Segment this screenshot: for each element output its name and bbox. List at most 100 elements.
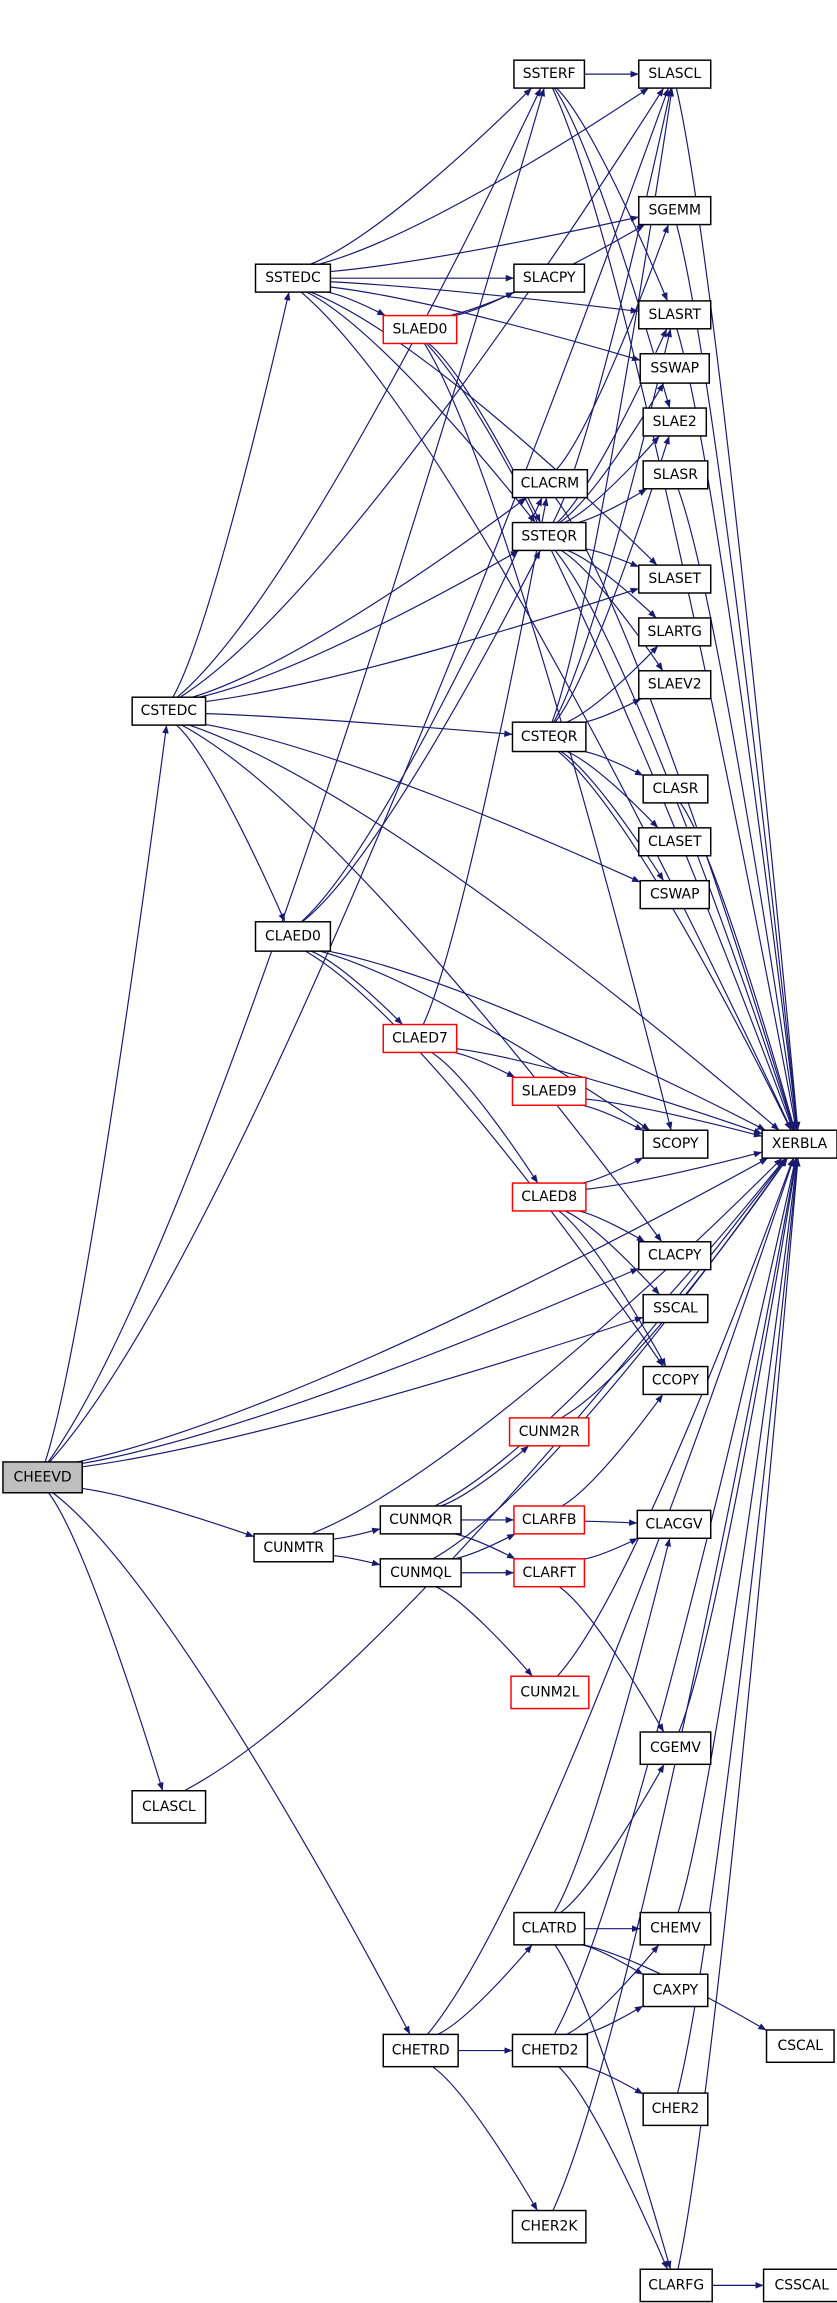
node-slaed0[interactable]: SLAED0 (382, 314, 458, 345)
node-cgemv[interactable]: CGEMV (639, 1731, 712, 1766)
edge-ssteqr-to-slasr (577, 488, 648, 524)
node-slacpy[interactable]: SLACPY (513, 263, 586, 293)
node-sgemm[interactable]: SGEMM (638, 195, 712, 226)
node-clarft[interactable]: CLARFT (513, 1558, 586, 1588)
node-slaev2[interactable]: SLAEV2 (638, 670, 712, 700)
edge-chetd2-to-cher2 (584, 2066, 644, 2095)
node-chemv[interactable]: CHEMV (639, 1911, 712, 1946)
node-clarfg[interactable]: CLARFG (639, 2268, 713, 2303)
node-label: CSCAL (777, 2038, 823, 2054)
node-slascl[interactable]: SLASCL (638, 59, 712, 89)
node-box (511, 2209, 587, 2244)
node-label: SLAE2 (653, 414, 697, 430)
node-box (638, 617, 712, 647)
node-ccopy[interactable]: CCOPY (642, 1365, 709, 1396)
edge-chetrd-to-xerbla (427, 1157, 795, 2035)
node-box (2, 1461, 83, 1494)
node-caxpy[interactable]: CAXPY (642, 1973, 709, 2008)
node-box (639, 1911, 712, 1946)
node-label: XERBLA (772, 1136, 828, 1152)
node-box (513, 59, 586, 89)
node-sstedc[interactable]: SSTEDC (254, 263, 332, 293)
edge-ssterf-to-xerbla (551, 87, 799, 1131)
node-claed7[interactable]: CLAED7 (382, 1023, 458, 1054)
node-box (642, 1365, 709, 1396)
node-label: CSTEDC (141, 703, 197, 719)
node-ssteqr[interactable]: SSTEQR (511, 521, 587, 552)
node-cunmql[interactable]: CUNMQL (379, 1558, 462, 1588)
node-clarfb[interactable]: CLARFB (513, 1505, 586, 1535)
node-clascl[interactable]: CLASCL (131, 1789, 207, 1824)
edge-ssteqr-to-xerbla (554, 550, 795, 1131)
edge-cstedc-to-slascl (179, 87, 665, 698)
node-clasr[interactable]: CLASR (642, 774, 709, 804)
node-clacgv[interactable]: CLACGV (636, 1509, 712, 1540)
node-chetrd[interactable]: CHETRD (382, 2033, 459, 2068)
edge-cunmqr-to-cunm2r (440, 1445, 530, 1507)
node-cher2k[interactable]: CHER2K (511, 2209, 587, 2244)
node-label: CSTEQR (521, 729, 578, 745)
edge-claed8-to-clacpy (578, 1210, 646, 1243)
node-claed0[interactable]: CLAED0 (254, 921, 332, 952)
edge-sstedc-to-sswap (330, 286, 641, 362)
node-label: SLASRT (648, 307, 701, 323)
node-clatrd[interactable]: CLATRD (513, 1911, 586, 1946)
node-cher2[interactable]: CHER2 (642, 2092, 709, 2127)
node-cscal[interactable]: CSCAL (765, 2029, 835, 2064)
edge-claed7-to-clacrm (422, 497, 549, 1025)
edge-cheevd-to-slascl (49, 87, 670, 1463)
edge-cunmtr-to-cunmql (333, 1555, 381, 1567)
node-box (765, 2029, 835, 2064)
node-ssterf[interactable]: SSTERF (513, 59, 586, 89)
edge-claed0-to-claed7 (311, 950, 404, 1025)
node-box (382, 1023, 458, 1054)
node-slaed9[interactable]: SLAED9 (511, 1076, 587, 1106)
node-claed8[interactable]: CLAED8 (511, 1182, 587, 1212)
node-cunm2l[interactable]: CUNM2L (510, 1675, 590, 1710)
node-slasrt[interactable]: SLASRT (638, 300, 712, 330)
edge-chetd2-to-chemv (566, 1944, 660, 2035)
node-slartg[interactable]: SLARTG (638, 617, 712, 647)
node-cunmqr[interactable]: CUNMQR (379, 1505, 462, 1535)
node-cunm2r[interactable]: CUNM2R (508, 1417, 590, 1447)
node-box (642, 1129, 709, 1159)
node-box (642, 1973, 709, 2008)
node-sswap[interactable]: SSWAP (639, 353, 710, 384)
node-box (508, 1417, 590, 1447)
node-slaset[interactable]: SLASET (638, 564, 712, 594)
edge-slaed9-to-xerbla (585, 1098, 763, 1138)
node-label: SLASR (653, 467, 698, 483)
node-cunmtr[interactable]: CUNMTR (253, 1533, 335, 1563)
edge-cher2-to-xerbla (676, 1158, 801, 2094)
node-cstedc[interactable]: CSTEDC (131, 696, 207, 726)
edge-cstedc-to-claed0 (176, 724, 286, 923)
node-sscal[interactable]: SSCAL (642, 1293, 709, 1324)
node-xerbla[interactable]: XERBLA (761, 1129, 837, 1159)
node-box (254, 921, 332, 952)
node-box (638, 300, 712, 330)
node-csscal[interactable]: CSSCAL (762, 2268, 837, 2303)
edge-sstedc-to-slaset (310, 291, 658, 566)
edge-clarft-to-cgemv (558, 1586, 665, 1733)
edge-clacrm-to-sgemm (555, 224, 669, 471)
node-slae2[interactable]: SLAE2 (642, 407, 708, 437)
node-clacpy[interactable]: CLACPY (638, 1241, 712, 1271)
node-label: CLACPY (648, 1248, 702, 1264)
node-box (131, 1789, 207, 1824)
node-slasr[interactable]: SLASR (642, 460, 709, 490)
edge-sstedc-to-ssterf (310, 87, 533, 265)
node-label: SLAED0 (393, 322, 448, 338)
node-cswap[interactable]: CSWAP (639, 879, 710, 910)
node-box (638, 564, 712, 594)
node-box (639, 2268, 713, 2303)
node-clacrm[interactable]: CLACRM (511, 468, 589, 499)
node-label: CLAED8 (521, 1189, 577, 1205)
node-box (642, 774, 709, 804)
node-chetd2[interactable]: CHETD2 (511, 2033, 589, 2068)
node-scopy[interactable]: SCOPY (642, 1129, 709, 1159)
node-label: SLAEV2 (648, 677, 702, 693)
node-claset[interactable]: CLASET (638, 827, 712, 857)
node-csteqr[interactable]: CSTEQR (511, 721, 587, 753)
edge-clarft-to-clacgv (584, 1537, 639, 1560)
